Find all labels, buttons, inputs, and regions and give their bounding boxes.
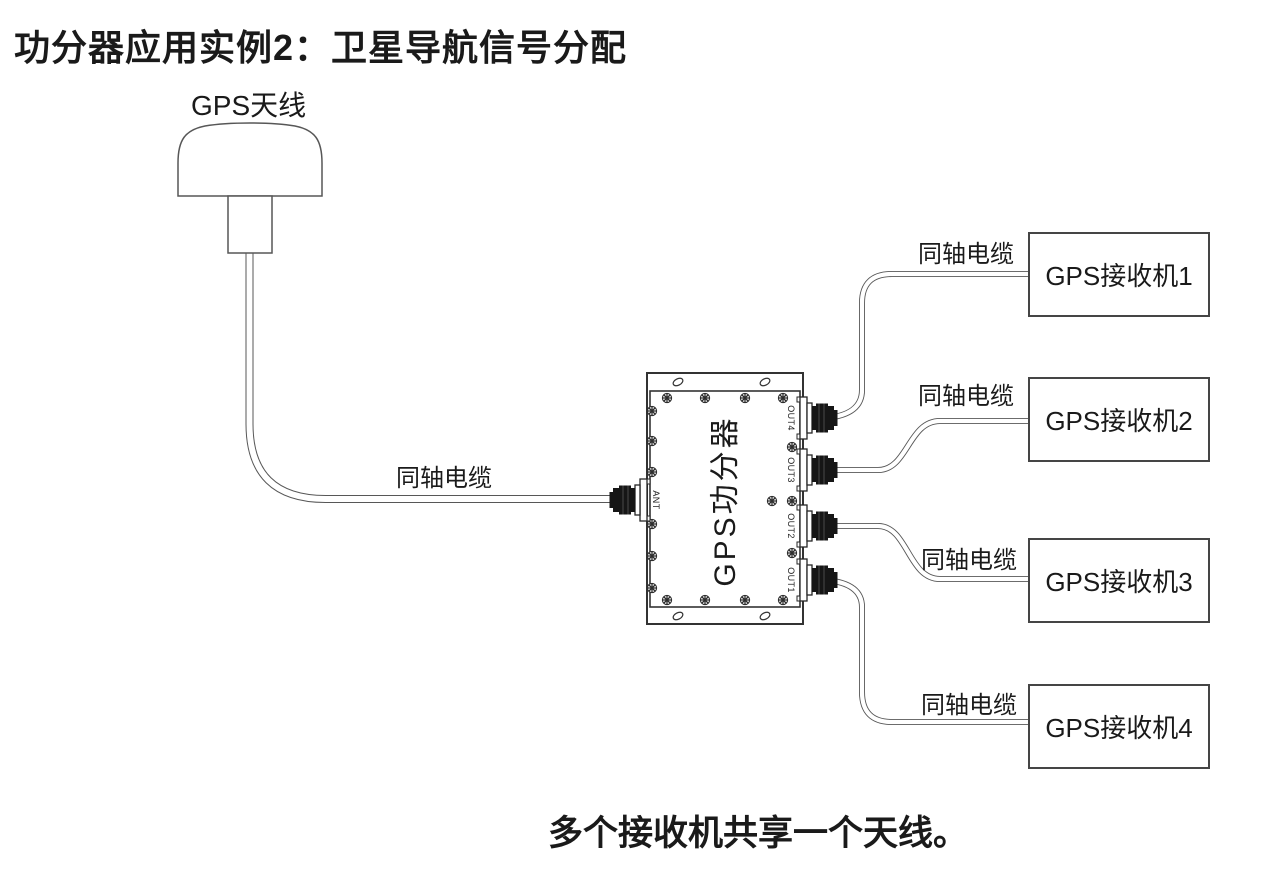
antenna-neck <box>227 195 273 254</box>
ant-connector <box>608 478 651 522</box>
out4-connector <box>796 396 839 440</box>
out2-port-label: OUT2 <box>786 513 796 539</box>
out3-connector <box>796 448 839 492</box>
coax-cable-label-4: 同轴电缆 <box>921 692 1017 719</box>
splitter-body <box>646 372 804 625</box>
branch-cable-4 <box>825 577 1032 725</box>
coax-cable-label-main: 同轴电缆 <box>396 465 492 492</box>
receiver-box-2: GPS接收机2 <box>1028 377 1210 462</box>
ant-port-label: ANT <box>651 490 661 510</box>
receiver-label-2: GPS接收机2 <box>1045 406 1193 436</box>
coax-cable-label-1: 同轴电缆 <box>918 241 1014 268</box>
branch-cable-3 <box>826 523 1032 582</box>
out2-connector <box>796 504 839 548</box>
gps-antenna-drawing <box>177 122 323 254</box>
out1-port-label: OUT1 <box>786 567 796 593</box>
diagram-caption: 多个接收机共享一个天线。 <box>548 814 969 853</box>
branch-cable-1 <box>825 271 1032 421</box>
out3-port-label: OUT3 <box>786 457 796 483</box>
antenna-dome <box>177 122 323 197</box>
coax-cable-label-3: 同轴电缆 <box>921 547 1017 574</box>
splitter-name-label: GPS功分器 <box>709 415 742 587</box>
receiver-label-1: GPS接收机1 <box>1045 261 1193 291</box>
page-title: 功分器应用实例2：卫星导航信号分配 <box>14 27 628 68</box>
receiver-box-1: GPS接收机1 <box>1028 232 1210 317</box>
receiver-box-4: GPS接收机4 <box>1028 684 1210 769</box>
receiver-label-3: GPS接收机3 <box>1045 567 1193 597</box>
out1-connector <box>796 558 839 602</box>
out4-port-label: OUT4 <box>786 405 796 431</box>
mounting-holes <box>672 377 771 621</box>
receiver-box-3: GPS接收机3 <box>1028 538 1210 623</box>
main-coax-cable <box>245 250 630 503</box>
receiver-label-4: GPS接收机4 <box>1045 713 1193 743</box>
gps-antenna-label: GPS天线 <box>191 90 307 121</box>
coax-cable-label-2: 同轴电缆 <box>918 383 1014 410</box>
branch-cable-2 <box>826 418 1032 473</box>
